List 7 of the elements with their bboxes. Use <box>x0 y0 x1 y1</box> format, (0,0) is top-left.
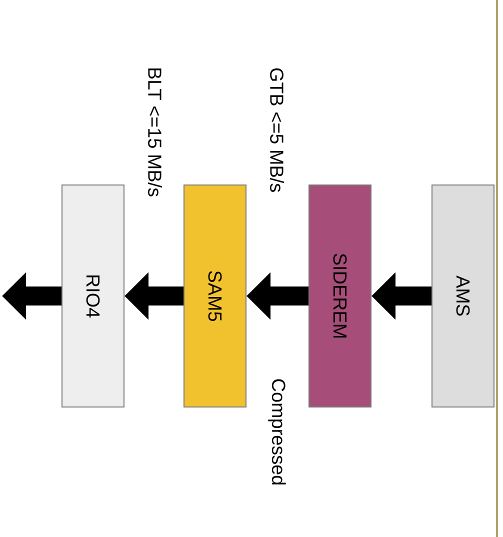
process-box: RIO4 <box>62 184 124 408</box>
note-text: GTB <=5 MB/s <box>270 68 284 192</box>
process-box: SAM5 <box>184 184 246 408</box>
note-text: Compressed <box>268 379 286 484</box>
note-text: BLT <=15 MB/s <box>148 68 162 196</box>
process-box: AMS <box>432 184 494 408</box>
process-box: SIDEREM <box>308 184 372 408</box>
